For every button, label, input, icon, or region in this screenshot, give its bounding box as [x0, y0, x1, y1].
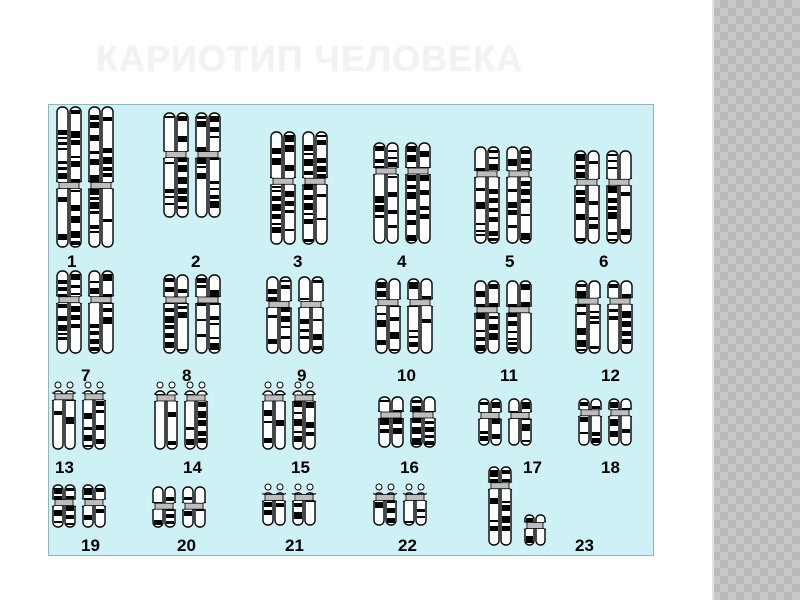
chromosome-number-11: 11 — [500, 367, 518, 384]
chromosome-pair-4 — [373, 143, 431, 243]
chromosome-number-10: 10 — [397, 367, 416, 384]
chromosome-pair-15 — [262, 382, 316, 449]
chromosome-pair-7 — [56, 271, 114, 353]
chromosome-number-5: 5 — [505, 253, 514, 270]
chromosome-number-7: 7 — [81, 367, 90, 384]
chromosome-pair-2 — [163, 113, 221, 217]
chromosome-pair-3 — [270, 132, 328, 244]
chromosome-pair-17 — [478, 399, 532, 445]
chromosome-pair-23 — [488, 467, 546, 545]
chromosome-pair-14 — [154, 382, 208, 449]
chromosome-number-23: 23 — [575, 537, 594, 554]
chromosome-number-4: 4 — [397, 253, 406, 270]
chromosome-number-6: 6 — [599, 253, 608, 270]
chromosome-number-19: 19 — [81, 537, 100, 554]
chromosome-pair-12 — [575, 281, 633, 353]
chromosome-number-9: 9 — [297, 367, 306, 384]
slide-title: КАРИОТИП ЧЕЛОВЕКА — [96, 38, 523, 80]
decorative-side-strip — [712, 0, 800, 600]
chromosome-number-1: 1 — [67, 253, 76, 270]
chromosome-number-14: 14 — [183, 459, 202, 476]
chromosome-pair-10 — [375, 279, 433, 353]
chromosome-pair-11 — [474, 281, 532, 353]
chromosome-number-21: 21 — [285, 537, 304, 554]
chromosome-pair-19 — [52, 485, 106, 527]
chromosome-pair-21 — [262, 484, 316, 525]
chromosome-pair-20 — [152, 487, 206, 527]
chromosome-pair-5 — [474, 147, 532, 243]
chromosome-number-22: 22 — [398, 537, 417, 554]
chromosome-number-17: 17 — [523, 459, 542, 476]
chromosome-number-2: 2 — [191, 253, 200, 270]
chromosome-pair-22 — [373, 484, 427, 525]
chromosome-pair-1 — [56, 107, 114, 247]
chromosome-pair-18 — [578, 399, 632, 445]
chromosome-number-20: 20 — [177, 537, 196, 554]
chromosome-pair-16 — [378, 397, 436, 447]
chromosome-number-12: 12 — [601, 367, 620, 384]
chromosome-number-3: 3 — [293, 253, 302, 270]
karyotype-diagram — [49, 105, 655, 557]
chromosome-number-18: 18 — [601, 459, 620, 476]
chromosome-number-13: 13 — [55, 459, 74, 476]
chromosome-number-8: 8 — [182, 367, 191, 384]
chromosome-pair-9 — [266, 277, 324, 353]
chromosome-pair-6 — [574, 151, 632, 243]
chromosome-number-15: 15 — [291, 459, 310, 476]
side-strip-edge — [712, 0, 714, 600]
chromosome-pair-13 — [52, 382, 106, 449]
chromosome-number-16: 16 — [400, 459, 419, 476]
chromosome-pair-8 — [163, 275, 221, 353]
